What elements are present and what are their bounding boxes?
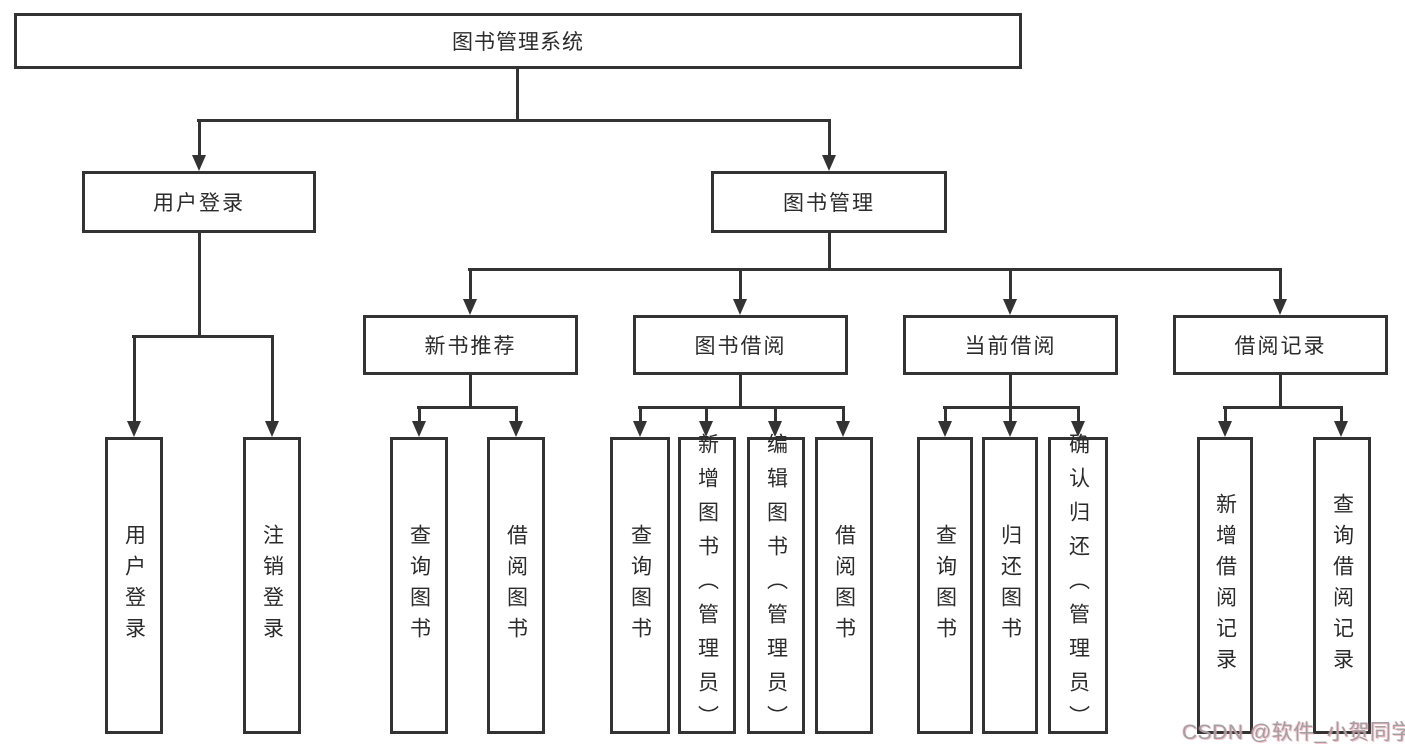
arrow-down-icon (699, 421, 713, 437)
connector-book-borrow-stem (739, 375, 742, 409)
connector-root-hline (197, 119, 831, 122)
leaf-user-login: 用户登录 (105, 437, 163, 734)
leaf-return-book-label: 归还图书 (998, 523, 1022, 648)
node-user-login-label: 用户登录 (153, 192, 245, 215)
connector-to-leaf-user-login (133, 335, 136, 422)
connector-to-leaf-confirm-return (1077, 406, 1080, 422)
arrow-down-icon (265, 421, 279, 437)
arrow-down-icon (938, 421, 952, 437)
csdn-watermark: CSDN @软件_小贺同学 (1182, 721, 1405, 744)
leaf-add-book: 新增图书（管理员） (678, 433, 736, 739)
leaf-borrow-book-1: 借阅图书 (487, 437, 545, 734)
leaf-user-login-label: 用户登录 (122, 523, 146, 648)
connector-to-book-mgmt-stem (828, 119, 831, 156)
node-root: 图书管理系统 (14, 13, 1022, 69)
node-new-book-rec-label: 新书推荐 (424, 335, 517, 358)
node-borrow-record: 借阅记录 (1173, 315, 1388, 375)
leaf-add-record: 新增借阅记录 (1197, 437, 1253, 734)
arrow-down-icon (768, 421, 782, 437)
connector-to-leaf-query-book-3 (944, 406, 947, 422)
node-new-book-rec: 新书推荐 (363, 315, 578, 375)
leaf-query-book-3-label: 查询图书 (933, 523, 957, 648)
leaf-return-book: 归还图书 (982, 437, 1038, 734)
arrow-down-icon (822, 155, 836, 171)
leaf-confirm-return: 确认归还（管理员） (1048, 433, 1108, 739)
arrow-down-icon (1273, 299, 1287, 315)
node-current-borrow: 当前借阅 (903, 315, 1118, 375)
connector-user-login-stem (198, 233, 201, 337)
leaf-add-record-label: 新增借阅记录 (1213, 492, 1237, 679)
connector-book-mgmt-hline (468, 268, 1282, 271)
connector-user-login-hline (132, 335, 274, 338)
connector-to-book-borrow (739, 268, 742, 299)
connector-book-borrow-hline (638, 406, 845, 409)
arrow-down-icon (1003, 421, 1017, 437)
leaf-query-book-2: 查询图书 (610, 437, 670, 734)
arrow-down-icon (192, 155, 206, 171)
leaf-borrow-book-2-label: 借阅图书 (832, 523, 856, 648)
node-book-borrow-label: 图书借阅 (694, 335, 787, 358)
connector-to-leaf-logout (271, 335, 274, 422)
arrow-down-icon (1071, 421, 1085, 437)
connector-new-book-rec-hline (417, 406, 518, 409)
connector-borrow-record-hline (1223, 406, 1343, 409)
connector-to-leaf-query-record (1340, 406, 1343, 422)
connector-to-new-book-rec (469, 268, 472, 299)
connector-borrow-record-stem (1279, 375, 1282, 409)
connector-to-leaf-return-book (1009, 406, 1012, 422)
connector-to-user-login-stem (198, 119, 201, 156)
leaf-add-book-label: 新增图书（管理员） (695, 432, 719, 739)
arrow-down-icon (463, 299, 477, 315)
connector-to-leaf-borrow-book-2 (842, 406, 845, 422)
arrow-down-icon (1218, 421, 1232, 437)
leaf-edit-book: 编辑图书（管理员） (747, 433, 805, 739)
connector-to-leaf-edit-book (774, 406, 777, 422)
leaf-edit-book-label: 编辑图书（管理员） (764, 432, 788, 739)
arrow-down-icon (1334, 421, 1348, 437)
connector-to-leaf-query-book-2 (639, 406, 642, 422)
leaf-borrow-book-1-label: 借阅图书 (504, 523, 528, 648)
arrow-down-icon (509, 421, 523, 437)
arrow-down-icon (836, 421, 850, 437)
node-user-login: 用户登录 (82, 171, 316, 233)
connector-book-mgmt-stem (828, 233, 831, 270)
connector-root-stem (516, 69, 519, 121)
arrow-down-icon (733, 299, 747, 315)
leaf-query-record-label: 查询借阅记录 (1330, 492, 1354, 679)
arrow-down-icon (412, 421, 426, 437)
leaf-query-record: 查询借阅记录 (1313, 437, 1371, 734)
connector-to-borrow-record (1279, 268, 1282, 299)
node-book-borrow: 图书借阅 (633, 315, 848, 375)
leaf-logout-label: 注销登录 (260, 523, 284, 648)
leaf-logout: 注销登录 (243, 437, 301, 734)
connector-to-leaf-add-book (705, 406, 708, 422)
connector-to-leaf-borrow-book-1 (515, 406, 518, 422)
leaf-query-book-1: 查询图书 (390, 437, 448, 734)
leaf-borrow-book-2: 借阅图书 (815, 437, 873, 734)
node-book-mgmt-label: 图书管理 (783, 192, 875, 215)
leaf-query-book-2-label: 查询图书 (628, 523, 652, 648)
node-borrow-record-label: 借阅记录 (1234, 335, 1327, 358)
arrow-down-icon (633, 421, 647, 437)
node-book-mgmt: 图书管理 (711, 171, 947, 233)
node-root-label: 图书管理系统 (452, 31, 584, 54)
arrow-down-icon (127, 421, 141, 437)
connector-to-leaf-add-record (1224, 406, 1227, 422)
connector-to-current-borrow (1009, 268, 1012, 299)
arrow-down-icon (1003, 299, 1017, 315)
leaf-confirm-return-label: 确认归还（管理员） (1066, 432, 1090, 739)
connector-current-borrow-stem (1009, 375, 1012, 409)
connector-new-book-rec-stem (469, 375, 472, 409)
connector-to-leaf-query-book-1 (418, 406, 421, 422)
leaf-query-book-3: 查询图书 (917, 437, 973, 734)
leaf-query-book-1-label: 查询图书 (407, 523, 431, 648)
node-current-borrow-label: 当前借阅 (964, 335, 1057, 358)
